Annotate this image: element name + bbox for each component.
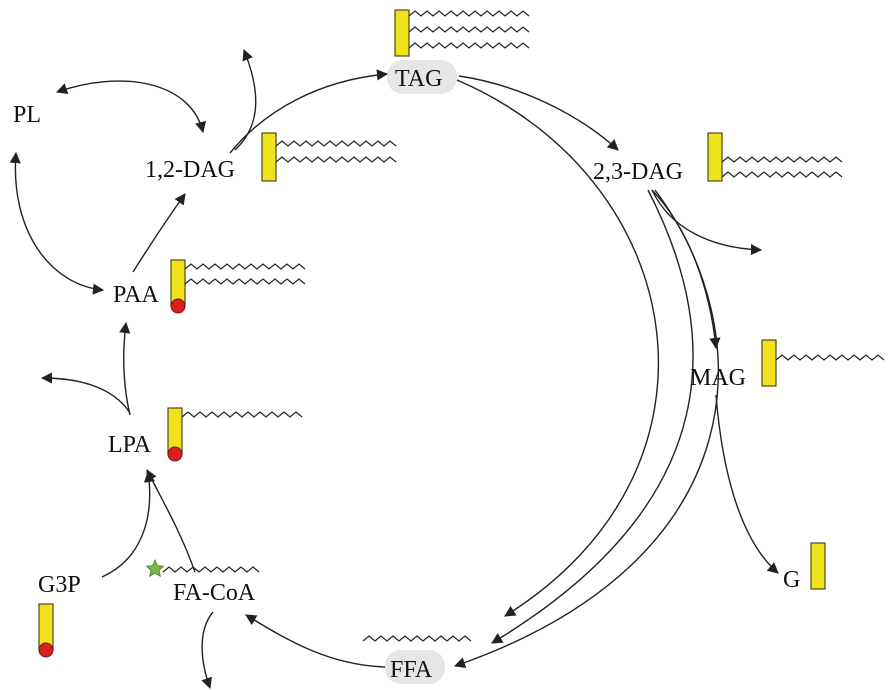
g-glycerol-icon: [810, 542, 826, 590]
coa-star-icon: [145, 558, 165, 578]
arrow-mag-to-g: [715, 394, 779, 574]
arrow-mag-to-ffa: [453, 189, 719, 668]
mag-glycerol-icon: [761, 339, 777, 387]
label-mag: MAG: [690, 365, 746, 391]
arrow-facoa-out: [201, 611, 214, 690]
dag12-chain-1: [275, 140, 397, 147]
dag12-chain-2: [275, 156, 397, 163]
arrows: [9, 48, 779, 690]
label-facoa: FA-CoA: [173, 580, 256, 606]
arrow-g3p-to-lpa: [101, 470, 155, 578]
dag23-chain-1: [721, 156, 843, 163]
arrow-pl-dag12: [55, 80, 206, 134]
label-pl: PL: [13, 102, 41, 128]
arrow-dag23-to-ffa: [491, 189, 694, 644]
paa-phosphate-icon: [170, 298, 186, 314]
label-dag12: 1,2-DAG: [145, 157, 235, 183]
dag23-chain-2: [721, 171, 843, 178]
arrow-dag12-to-tag: [229, 69, 389, 154]
arrow-ffa-to-facoa: [245, 614, 386, 668]
paa-chain-2: [184, 278, 306, 285]
arrow-pl-paa: [9, 151, 105, 295]
dag12-glycerol-icon: [261, 132, 277, 182]
tag-chain-3: [408, 42, 530, 49]
arrow-facoa-to-lpa: [146, 468, 196, 573]
label-paa: PAA: [113, 282, 159, 308]
label-g3p: G3P: [38, 572, 81, 598]
arrow-dag23-out: [651, 189, 763, 256]
mag-chain-1: [775, 354, 885, 361]
arrow-dag23-to-mag: [651, 189, 721, 350]
tag-chain-2: [408, 26, 530, 33]
label-dag23: 2,3-DAG: [593, 159, 683, 185]
lpa-chain-1: [181, 411, 303, 418]
g3p-phosphate-icon: [38, 642, 54, 658]
arrow-paa-to-dag12: [132, 193, 186, 273]
arrow-tag-to-dag23: [458, 75, 619, 151]
tag-glycerol-icon: [394, 9, 410, 57]
facoa-chain: [162, 566, 260, 573]
dag23-glycerol-icon: [707, 132, 723, 182]
node-labels: PL 1,2-DAG TAG 2,3-DAG PAA MAG LPA G G3P…: [13, 66, 800, 683]
arrow-dag12-out: [234, 48, 257, 151]
paa-chain-1: [184, 263, 306, 270]
label-g: G: [783, 567, 800, 593]
tag-chain-1: [408, 10, 530, 17]
arrow-lpa-to-paa: [119, 321, 131, 416]
molecule-glyphs: [38, 9, 885, 658]
arrow-lpa-out: [40, 372, 131, 414]
label-ffa: FFA: [390, 657, 433, 683]
tag-highlight: [387, 60, 457, 94]
label-lpa: LPA: [108, 432, 152, 458]
ffa-highlight: [385, 650, 445, 684]
lpa-phosphate-icon: [167, 446, 183, 462]
ffa-chain: [362, 635, 472, 642]
arrow-tag-to-ffa: [456, 79, 660, 617]
label-tag: TAG: [395, 66, 442, 92]
